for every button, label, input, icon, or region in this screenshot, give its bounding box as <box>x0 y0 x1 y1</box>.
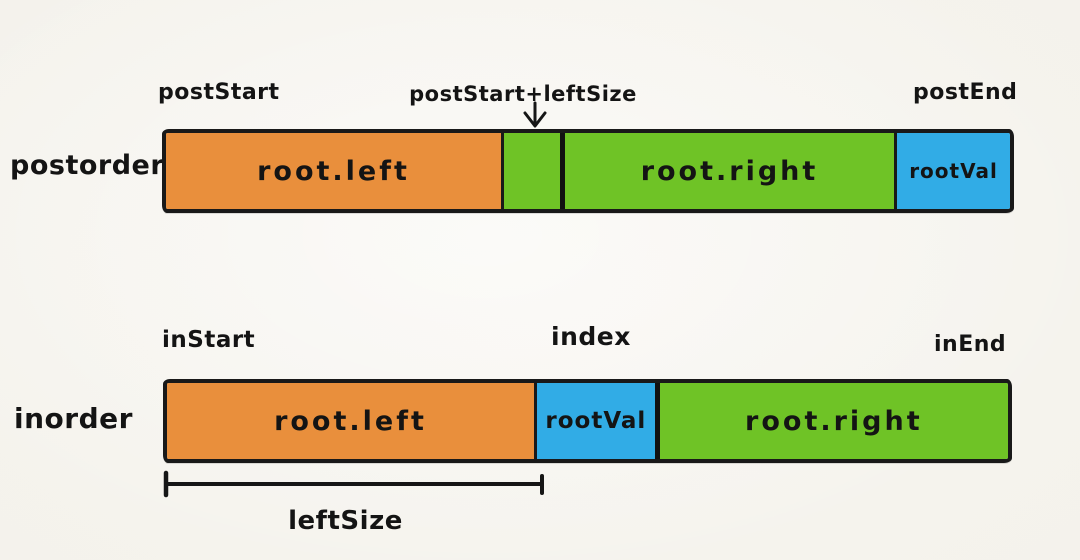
inend-label: inEnd <box>934 332 1007 357</box>
segment-label: root.left <box>274 405 427 437</box>
postorder-segment-root-right: root.right <box>559 133 895 209</box>
postorder-segment-right-first-cell <box>500 133 560 209</box>
postorder-segment-root-val: rootVal <box>894 133 1010 209</box>
inorder-bar: root.left rootVal root.right <box>163 379 1012 463</box>
index-label: index <box>551 322 631 351</box>
segment-label: root.right <box>745 405 923 437</box>
postorder-segment-root-left: root.left <box>166 133 501 209</box>
segment-label: rootVal <box>909 159 998 183</box>
postend-label: postEnd <box>913 80 1018 105</box>
inorder-row-label: inorder <box>14 402 133 435</box>
postorder-row-label: postorder <box>10 150 165 181</box>
down-arrow-icon <box>523 101 547 128</box>
poststart-plus-leftsize-label: postStart+leftSize <box>409 82 637 106</box>
segment-label: root.left <box>257 155 410 187</box>
inorder-segment-root-left: root.left <box>167 383 534 459</box>
segment-label: root.right <box>640 155 819 187</box>
instart-label: inStart <box>162 327 256 353</box>
leftsize-label: leftSize <box>288 506 403 536</box>
measure-bracket-icon <box>163 470 544 498</box>
segment-label: rootVal <box>545 408 647 434</box>
inorder-segment-root-val: rootVal <box>533 383 655 459</box>
poststart-label: postStart <box>158 80 280 105</box>
postorder-bar: root.left root.right rootVal <box>162 129 1014 213</box>
inorder-segment-root-right: root.right <box>654 383 1008 459</box>
